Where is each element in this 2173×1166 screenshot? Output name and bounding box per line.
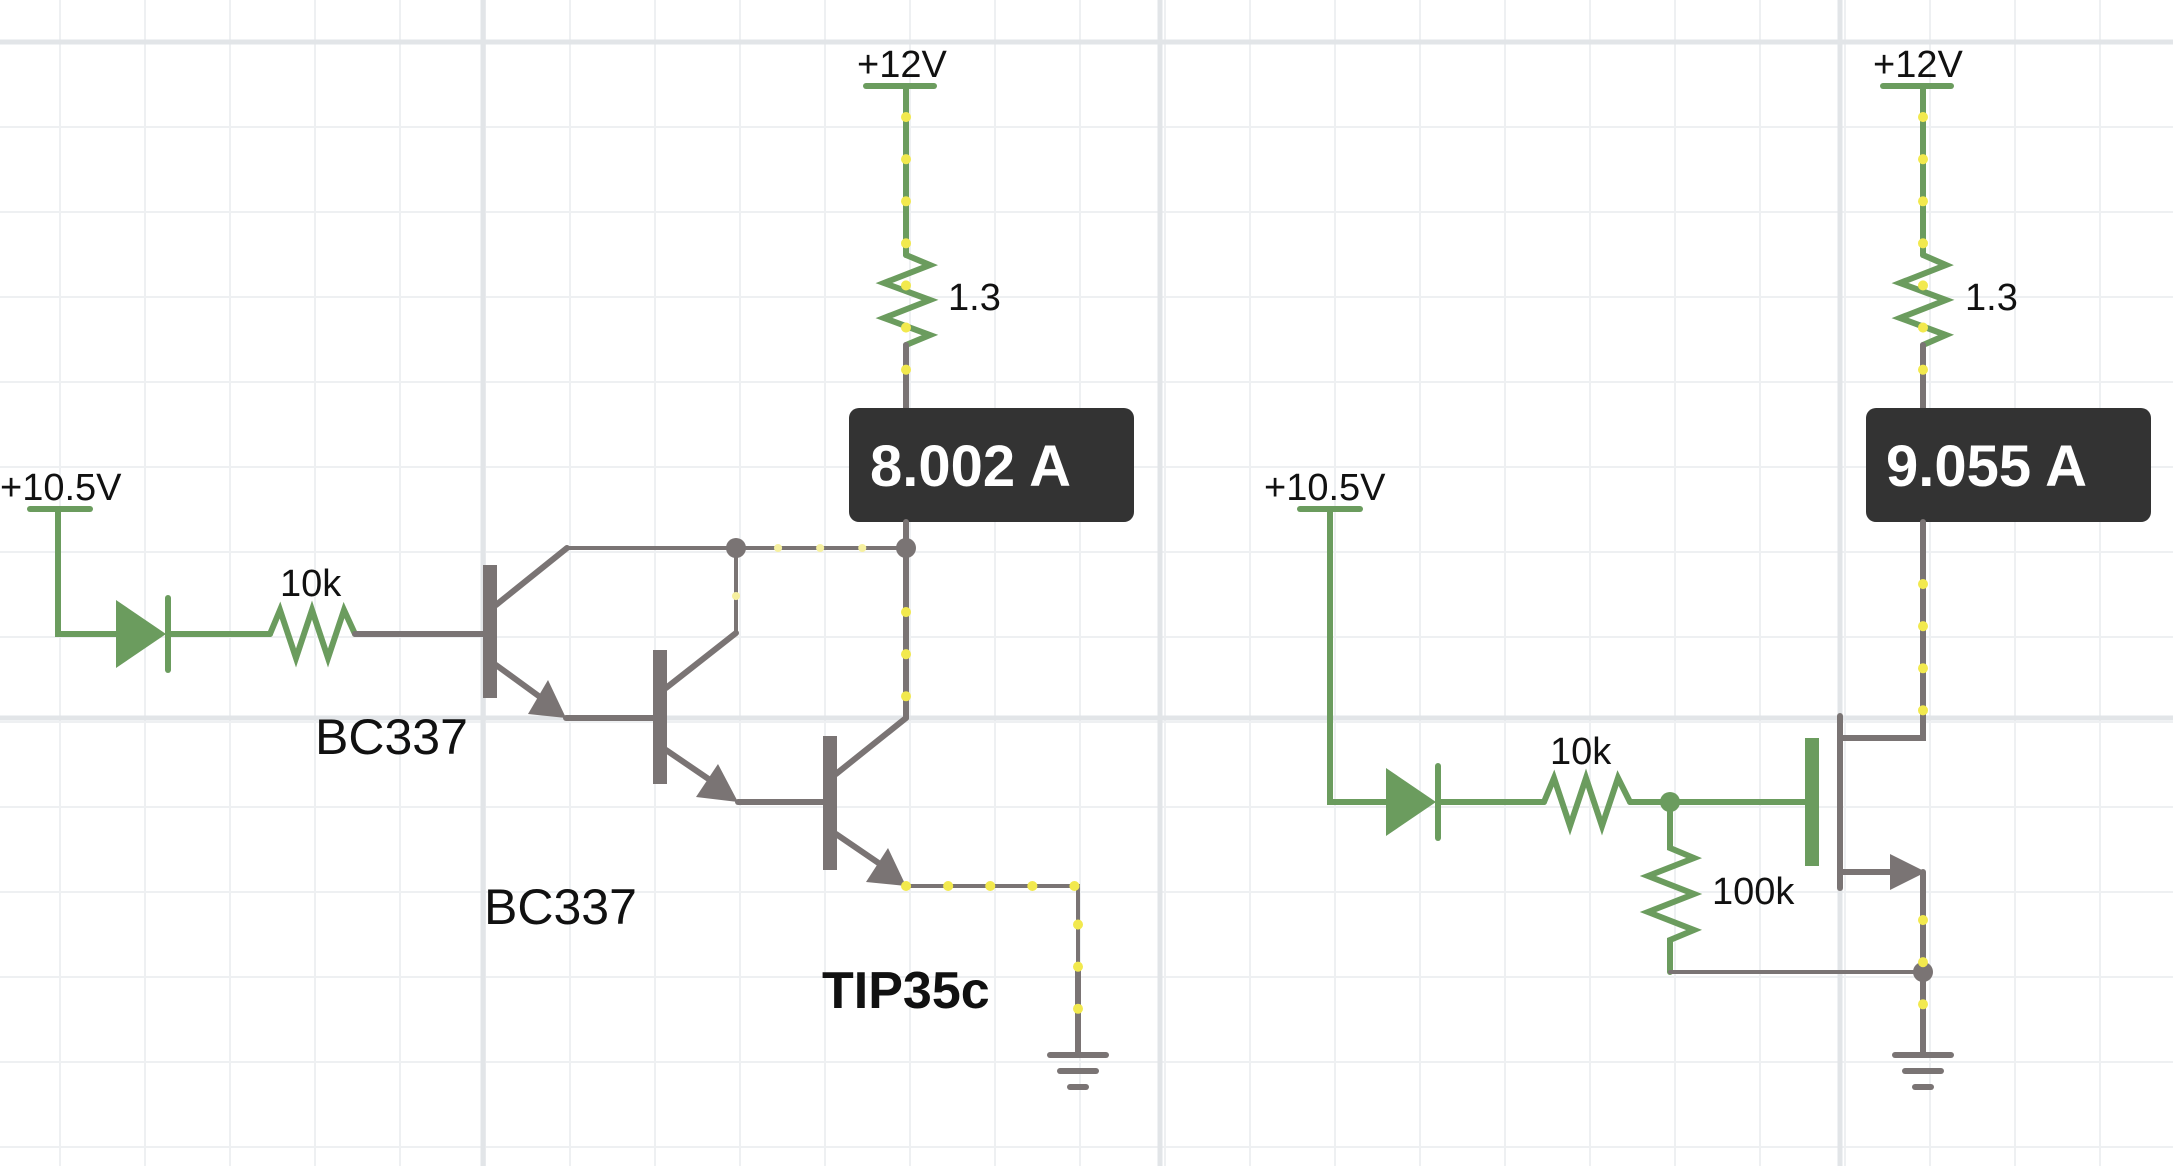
left-load-resistor[interactable] [875, 252, 939, 348]
left-diode[interactable] [116, 600, 166, 668]
left-supply-10v5-label: +10.5V [0, 467, 122, 509]
right-load-resistor[interactable] [1891, 252, 1955, 348]
left-ammeter-reading: 8.002 A [870, 434, 1071, 499]
left-q1-label: BC337 [315, 709, 468, 765]
right-gate-resistor[interactable] [1541, 768, 1633, 836]
right-ammeter-reading: 9.055 A [1886, 434, 2087, 499]
right-pulldown-resistor-label: 100k [1712, 871, 1795, 913]
left-base-resistor[interactable] [267, 600, 358, 668]
left-supply-12v-label: +12V [857, 44, 947, 86]
left-circuit: +12V 1.3 8.002 A +10.5V 10k [0, 44, 1134, 1090]
right-supply-12v-label: +12V [1873, 44, 1963, 86]
right-gate-resistor-label: 10k [1550, 731, 1612, 773]
right-load-resistor-label: 1.3 [1965, 277, 2018, 319]
right-mosfet[interactable] [1805, 713, 1926, 891]
right-supply-10v5-label: +10.5V [1264, 467, 1386, 509]
left-q1-transistor[interactable] [483, 545, 659, 721]
right-ammeter[interactable] [1866, 408, 2151, 522]
right-wire-source-to-diode[interactable] [1327, 506, 1389, 805]
left-ground-icon [1047, 1052, 1109, 1090]
right-source-node[interactable] [1913, 962, 1933, 982]
left-wire-source-to-diode[interactable] [55, 506, 119, 637]
right-pulldown-resistor[interactable] [1639, 799, 1703, 975]
left-q3-transistor[interactable] [823, 715, 909, 886]
right-wire-meter-to-drain[interactable] [1837, 519, 1926, 741]
right-diode[interactable] [1386, 768, 1436, 836]
left-load-resistor-label: 1.3 [948, 277, 1001, 319]
left-q2-transistor[interactable] [653, 630, 833, 805]
right-circuit: +12V 1.3 9.055 A +10.5V 10k 100k [1264, 44, 2151, 1090]
left-ammeter[interactable] [849, 408, 1134, 522]
left-q2-label: BC337 [484, 879, 637, 935]
right-ground-icon [1892, 1052, 1954, 1090]
left-q3-label: TIP35c [822, 962, 990, 1020]
left-current-dots-emitter [901, 881, 1083, 1051]
left-base-resistor-label: 10k [280, 563, 342, 605]
